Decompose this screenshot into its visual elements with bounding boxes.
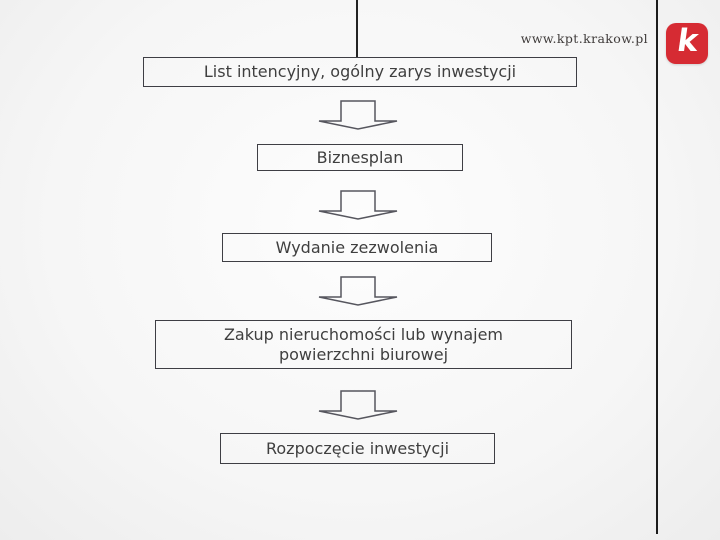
- website-url: www.kpt.krakow.pl: [520, 31, 648, 46]
- flow-step-letter-of-intent: List intencyjny, ogólny zarys inwestycji: [143, 57, 577, 87]
- flow-step-label: Biznesplan: [316, 147, 404, 167]
- kpt-logo-letter: k: [674, 23, 701, 59]
- down-arrow-icon: [318, 100, 398, 130]
- flow-step-business-plan: Biznesplan: [257, 144, 463, 171]
- flow-step-investment-start: Rozpoczęcie inwestycji: [220, 433, 495, 464]
- flow-step-permit-issuance: Wydanie zezwolenia: [222, 233, 492, 262]
- flow-step-label: Rozpoczęcie inwestycji: [265, 438, 450, 458]
- kpt-logo: k: [666, 23, 708, 64]
- flow-step-label: Wydanie zezwolenia: [275, 237, 439, 257]
- down-arrow-icon: [318, 390, 398, 420]
- flow-step-property-purchase: Zakup nieruchomości lub wynajem powierzc…: [155, 320, 572, 369]
- flow-step-label: List intencyjny, ogólny zarys inwestycji: [203, 62, 517, 81]
- down-arrow-icon: [318, 276, 398, 306]
- top-divider-line: [356, 0, 358, 58]
- flow-step-label: Zakup nieruchomości lub wynajem powierzc…: [223, 324, 504, 364]
- down-arrow-icon: [318, 190, 398, 220]
- right-divider-line: [656, 0, 658, 534]
